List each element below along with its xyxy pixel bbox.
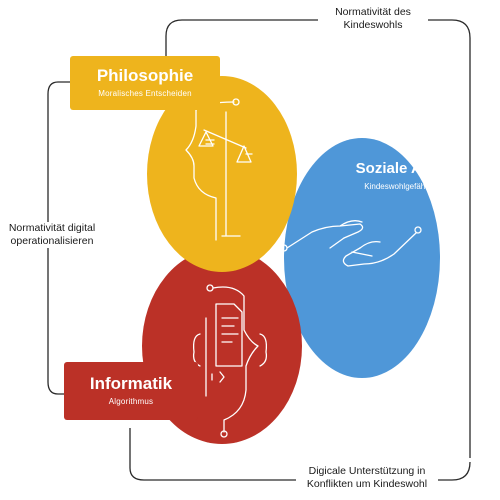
- edge-label-left: Normativität digital operationalisieren: [0, 222, 104, 248]
- edge-label-bottom: Digicale Unterstützung in Konflikten um …: [296, 465, 438, 491]
- philosophie-title: Philosophie: [96, 66, 194, 85]
- informatik-label-box: Informatik Algorithmus: [64, 362, 198, 420]
- head-profile-with-code-document-icon: [192, 284, 268, 438]
- informatik-title: Informatik: [89, 374, 173, 393]
- philosophie-subtitle: Moralisches Entscheiden: [98, 89, 192, 98]
- philosophie-circle: [147, 76, 297, 272]
- soziale-arbeit-circle: [284, 138, 440, 378]
- reaching-hands-icon: [280, 220, 422, 267]
- soziale-arbeit-label: Soziale Arbeit Kindeswohlgefährdung: [340, 160, 470, 191]
- connector-bottom: [129, 428, 471, 481]
- soziale-arbeit-title: Soziale Arbeit: [355, 160, 455, 177]
- head-profile-with-balance-scale-icon: [185, 98, 253, 241]
- philosophie-label-box: Philosophie Moralisches Entscheiden: [70, 56, 220, 110]
- informatik-subtitle: Algorithmus: [108, 397, 154, 406]
- soziale-arbeit-subtitle: Kindeswohlgefährdung: [364, 182, 446, 191]
- connector-top: [165, 19, 471, 458]
- edge-label-top: Normativität des Kindeswohls: [318, 6, 428, 32]
